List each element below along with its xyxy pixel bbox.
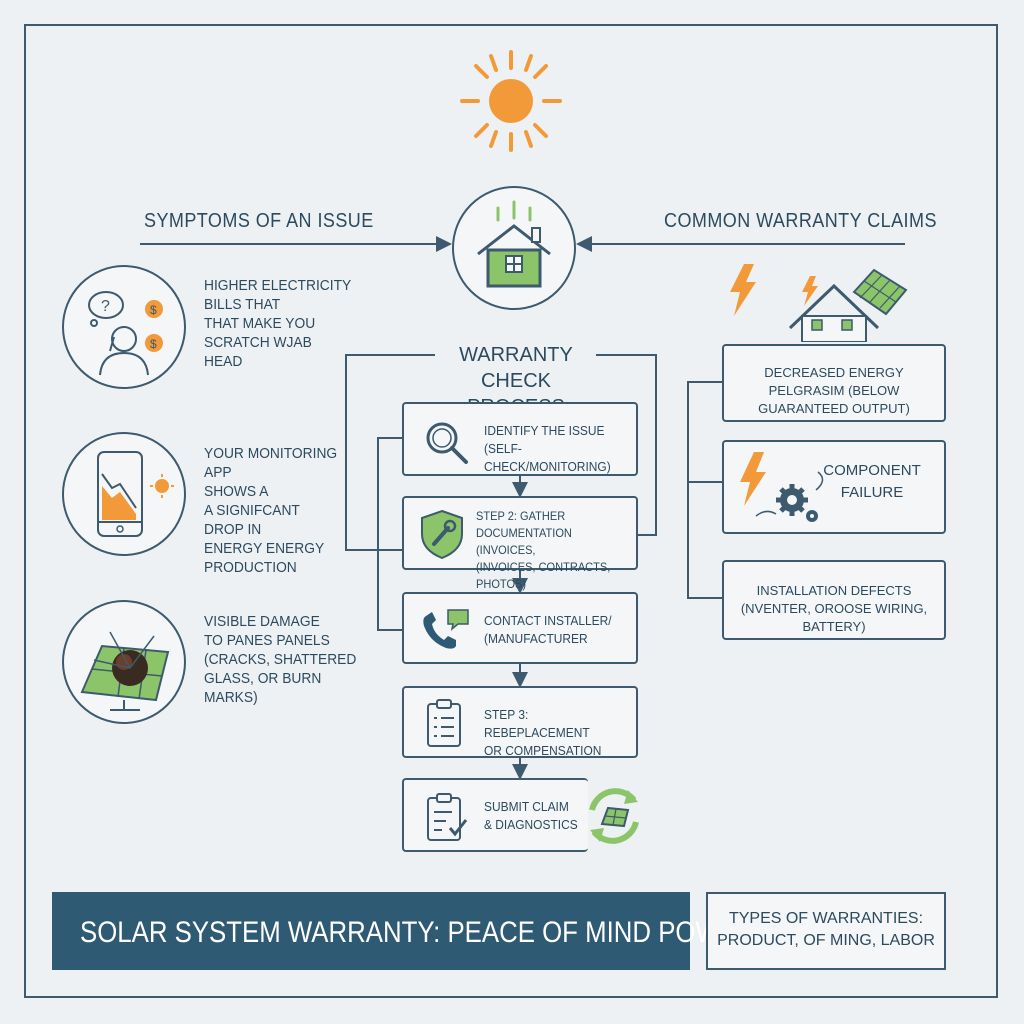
clipboard-check-icon [427, 793, 468, 841]
claim-box-2: COMPONENT FAILURE [722, 440, 946, 534]
warranty-types-text: TYPES OF WARRANTIES: PRODUCT, OF MING, L… [717, 910, 935, 949]
lightning-house-panel-icon [730, 264, 908, 342]
outer-frame [24, 24, 998, 998]
symptom-text-3: VISIBLE DAMAGE TO PANES PANELS (CRACKS, … [204, 613, 357, 706]
process-step-1: IDENTIFY THE ISSUE (SELF-CHECK/MONITORIN… [402, 402, 638, 476]
claim-box-1: DECREASED ENERGY PELGRASIM (BELOW GUARAN… [722, 344, 946, 422]
process-step-2: STEP 2: GATHER DOCUMENTATION (INVOICES, … [402, 496, 638, 591]
warranty-types-box: TYPES OF WARRANTIES: PRODUCT, OF MING, L… [706, 892, 946, 970]
process-step-5: SUBMIT CLAIM & DIAGNOSTICS [402, 778, 588, 852]
symptom-icon-circle-2 [62, 432, 186, 556]
svg-text:$: $ [150, 337, 157, 351]
process-step-4: STEP 3: REBEPLACEMENT OR COMPENSATION [402, 686, 638, 758]
clipboard-icon [427, 699, 461, 747]
claim-text-1: DECREASED ENERGY PELGRASIM (BELOW GUARAN… [758, 365, 910, 416]
process-step-3-text: CONTACT INSTALLER/ (MANUFACTURER [484, 613, 612, 646]
phone-chart-icon [97, 451, 174, 537]
title-banner: SOLAR SYSTEM WARRANTY: PEACE OF MIND POW… [52, 892, 756, 970]
symptom-text-2: YOUR MONITORING APP SHOWS A A SIGNIFCANT… [204, 445, 338, 576]
svg-text:$: $ [150, 303, 157, 317]
house-icon [477, 200, 551, 288]
process-step-2-text: STEP 2: GATHER DOCUMENTATION (INVOICES, … [476, 509, 611, 591]
claim-text-2: COMPONENT FAILURE [823, 462, 921, 501]
gear-lightning-icon [740, 452, 824, 522]
magnifier-icon [426, 422, 468, 464]
process-step-1-text: IDENTIFY THE ISSUE (SELF-CHECK/MONITORIN… [484, 423, 611, 474]
symptoms-header: SYMPTOMS OF AN ISSUE [144, 210, 374, 232]
claim-text-3: INSTALLATION DEFECTS (NVENTER, OROOSE WI… [740, 583, 928, 634]
phone-chat-icon [423, 609, 469, 649]
confused-person-icon: ? $ $ [88, 291, 163, 376]
claim-box-3: INSTALLATION DEFECTS (NVENTER, OROOSE WI… [722, 560, 946, 640]
process-step-3: CONTACT INSTALLER/ (MANUFACTURER [402, 592, 638, 664]
symptom-text-1: HIGHER ELECTRICITY BILLS THAT THAT MAKE … [204, 277, 352, 370]
sun-icon [460, 50, 562, 152]
symptom-icon-circle-3 [62, 600, 186, 724]
home-circle [452, 186, 576, 310]
process-step-5-text: SUBMIT CLAIM & DIAGNOSTICS [484, 799, 578, 832]
damaged-panel-icon [80, 631, 170, 711]
claims-header: COMMON WARRANTY CLAIMS [664, 210, 937, 232]
recycle-panel-icon [589, 788, 639, 844]
symptom-icon-circle-1: ? $ $ [62, 265, 186, 389]
shield-wrench-icon [421, 509, 463, 560]
svg-text:?: ? [101, 298, 110, 315]
process-step-4-text: STEP 3: REBEPLACEMENT OR COMPENSATION [484, 707, 602, 758]
banner-title: SOLAR SYSTEM WARRANTY: PEACE OF MIND POW… [80, 916, 756, 949]
